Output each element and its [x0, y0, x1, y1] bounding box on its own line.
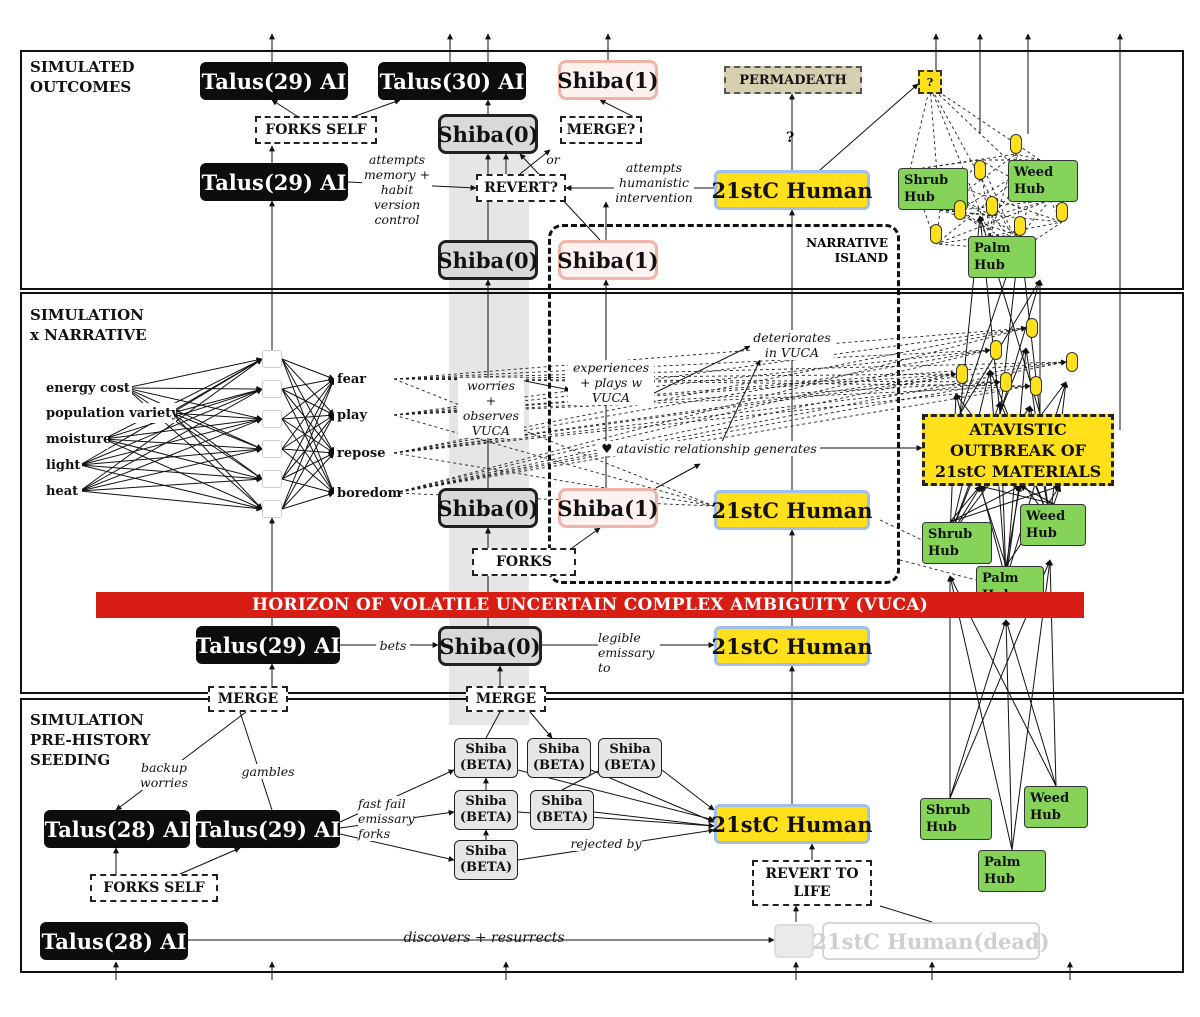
shiba-1-upper[interactable]: Shiba(1) — [557, 240, 659, 280]
shrub-hub-mid[interactable]: Shrub Hub — [922, 522, 992, 564]
emotion-fear: fear — [334, 369, 370, 389]
panel-prehistory-seeding — [20, 698, 1184, 973]
shiba-1-narrative[interactable]: Shiba(1) — [557, 488, 659, 528]
permadeath-box: PERMADEATH — [724, 66, 862, 94]
shiba-beta[interactable]: Shiba (BETA) — [530, 790, 594, 830]
leaf-node — [1066, 352, 1078, 372]
21stc-human-narrative[interactable]: 21stC Human — [712, 490, 873, 530]
shiba-0-bets[interactable]: Shiba(0) — [438, 626, 542, 666]
talus-29-ai-outcome[interactable]: Talus(29) AI — [200, 62, 348, 100]
talus-29-ai-gambles[interactable]: Talus(29) AI — [196, 810, 340, 848]
leaf-node — [930, 224, 942, 244]
shiba-1-outcome[interactable]: Shiba(1) — [557, 60, 659, 100]
shiba-beta[interactable]: Shiba (BETA) — [527, 738, 591, 778]
leaf-node — [956, 364, 968, 384]
label-experiences: experiences + plays w VUCA — [568, 360, 654, 405]
shiba-0-narrative[interactable]: Shiba(0) — [437, 488, 539, 528]
revert-to-life: REVERT TO LIFE — [752, 860, 872, 906]
label-bets: bets — [376, 638, 410, 653]
panel-simulation-narrative — [20, 292, 1184, 694]
label-or: or — [546, 152, 560, 167]
label-backup-worries: backup worries — [134, 760, 194, 790]
leaf-node — [974, 160, 986, 180]
question-mark: ? — [786, 130, 795, 146]
leaf-node — [990, 340, 1002, 360]
shrub-hub-bottom[interactable]: Shrub Hub — [920, 798, 992, 840]
label-discovers-resurrects: discovers + resurrects — [403, 930, 565, 946]
hidden-neuron — [262, 350, 282, 368]
palm-hub-bottom[interactable]: Palm Hub — [978, 850, 1046, 892]
label-fast-fail: fast fail emissary forks — [358, 796, 415, 841]
leaf-node — [1030, 376, 1042, 396]
section-title-narrative: SIMULATION x NARRATIVE — [30, 306, 147, 344]
talus-28-ai-backup[interactable]: Talus(28) AI — [44, 810, 190, 848]
forks-self-top: FORKS SELF — [255, 116, 377, 144]
merge-question: MERGE? — [560, 116, 642, 144]
atavistic-outbreak: ATAVISTIC OUTBREAK OF 21stC MATERIALS — [922, 414, 1114, 486]
emotion-repose: repose — [334, 443, 386, 463]
shiba-beta[interactable]: Shiba (BETA) — [454, 840, 518, 880]
section-title-prehistory: SIMULATION PRE-HISTORY SEEDING — [30, 711, 151, 769]
shiba-0-outcome[interactable]: Shiba(0) — [437, 114, 539, 154]
shiba-0-upper[interactable]: Shiba(0) — [437, 240, 539, 280]
input-moisture: moisture — [42, 429, 111, 449]
leaf-node — [1026, 318, 1038, 338]
21stc-human-outcome[interactable]: 21stC Human — [712, 170, 873, 210]
weed-hub-bottom[interactable]: Weed Hub — [1024, 786, 1088, 828]
emotion-play: play — [334, 405, 370, 425]
label-gambles: gambles — [238, 764, 298, 779]
weed-hub-mid[interactable]: Weed Hub — [1020, 504, 1086, 546]
talus-28-ai-discovers[interactable]: Talus(28) AI — [40, 922, 188, 960]
dead-placeholder — [774, 924, 814, 958]
label-legible-emissary: legible emissary to — [598, 630, 660, 675]
21stc-human-emissary[interactable]: 21stC Human — [712, 626, 873, 666]
label-attempts-humanistic: attempts humanistic intervention — [614, 160, 694, 205]
21stc-human-seed[interactable]: 21stC Human — [712, 804, 873, 844]
hidden-neuron — [262, 380, 282, 398]
input-light: light — [42, 455, 82, 475]
unknown-outcome-box: ? — [918, 70, 942, 94]
leaf-node — [954, 200, 966, 220]
palm-hub-top[interactable]: Palm Hub — [968, 236, 1036, 278]
label-worries: worries + observes VUCA — [458, 378, 524, 438]
emotion-boredom: boredom — [334, 483, 401, 503]
narrative-island-title: NARRATIVE ISLAND — [806, 236, 888, 265]
panel-simulated-outcomes — [20, 50, 1184, 290]
leaf-node — [1000, 372, 1012, 392]
input-heat: heat — [42, 481, 82, 501]
section-title-outcomes: SIMULATED OUTCOMES — [30, 58, 135, 96]
talus-29-ai-attempt[interactable]: Talus(29) AI — [200, 163, 348, 201]
leaf-node — [1014, 216, 1026, 236]
input-energy-cost: energy cost — [42, 378, 132, 398]
hidden-neuron — [262, 440, 282, 458]
weed-hub-top[interactable]: Weed Hub — [1008, 160, 1078, 202]
label-attempts-memory: attempts memory + habit version control — [362, 152, 432, 227]
talus-29-ai-bets[interactable]: Talus(29) AI — [196, 626, 340, 664]
label-rejected-by: rejected by — [570, 836, 642, 851]
revert-question: REVERT? — [476, 174, 566, 202]
shiba-beta[interactable]: Shiba (BETA) — [598, 738, 662, 778]
talus-30-ai-outcome[interactable]: Talus(30) AI — [378, 62, 526, 100]
leaf-node — [1056, 202, 1068, 222]
shiba-beta[interactable]: Shiba (BETA) — [454, 790, 518, 830]
hidden-neuron — [262, 470, 282, 488]
vuca-horizon-bar: HORIZON OF VOLATILE UNCERTAIN COMPLEX AM… — [96, 592, 1084, 618]
shiba-beta[interactable]: Shiba (BETA) — [454, 738, 518, 778]
label-atavistic-relationship: ♥ atavistic relationship generates — [598, 441, 820, 456]
hidden-neuron — [262, 500, 282, 518]
hidden-neuron — [262, 410, 282, 428]
label-deteriorates: deteriorates in VUCA — [750, 330, 834, 360]
forks-box: FORKS — [472, 548, 576, 576]
input-population-variety: population variety — [42, 403, 179, 423]
merge-middle: MERGE — [466, 686, 546, 712]
leaf-node — [1010, 134, 1022, 154]
merge-left: MERGE — [208, 686, 288, 712]
forks-self-bottom: FORKS SELF — [90, 874, 218, 902]
leaf-node — [986, 196, 998, 216]
21stc-human-dead[interactable]: 21stC Human(dead) — [812, 922, 1050, 960]
